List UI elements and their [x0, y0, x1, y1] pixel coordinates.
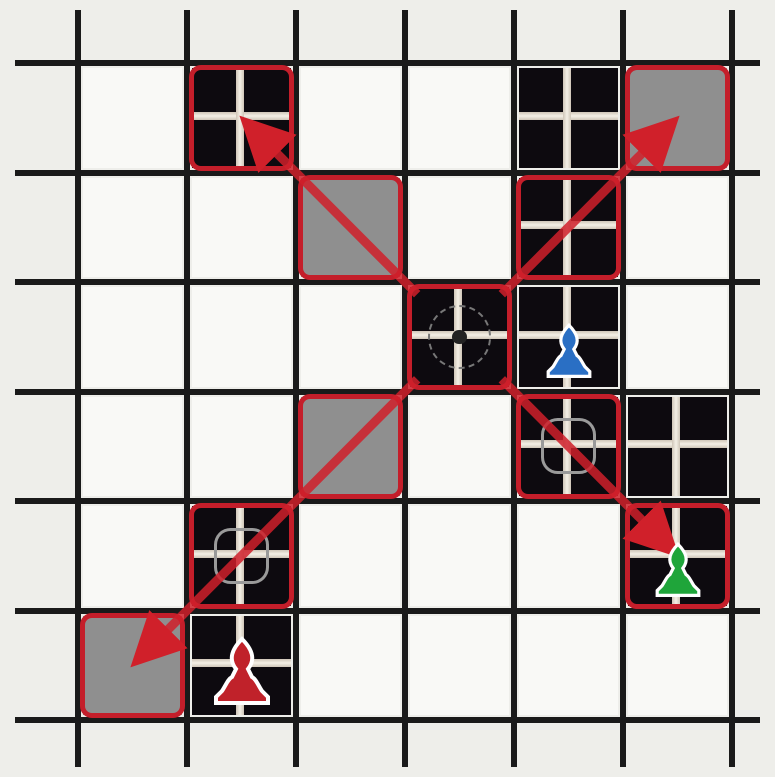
- red-piece[interactable]: [212, 634, 272, 706]
- board-cell[interactable]: [83, 287, 182, 387]
- board-cell[interactable]: [628, 178, 727, 278]
- green-piece[interactable]: [648, 541, 708, 597]
- board-cell[interactable]: [301, 287, 400, 387]
- board-cell[interactable]: [192, 287, 291, 387]
- highlight-square[interactable]: [516, 175, 621, 281]
- grid-line-vertical: [511, 10, 517, 767]
- board-cell[interactable]: [83, 397, 182, 497]
- board-cell[interactable]: [410, 178, 509, 278]
- board-cell[interactable]: [83, 178, 182, 278]
- highlight-square[interactable]: [625, 65, 730, 171]
- board-cell[interactable]: [192, 397, 291, 497]
- highlight-square[interactable]: [189, 65, 294, 171]
- board-cell[interactable]: [301, 68, 400, 168]
- board-cell[interactable]: [628, 616, 727, 716]
- board-cell[interactable]: [410, 68, 509, 168]
- board-cell[interactable]: [83, 68, 182, 168]
- highlight-square[interactable]: [407, 284, 512, 390]
- board-cell[interactable]: [410, 506, 509, 606]
- board-cell[interactable]: [410, 397, 509, 497]
- board-cell[interactable]: [410, 616, 509, 716]
- board-cell[interactable]: [519, 506, 618, 606]
- board-cell[interactable]: [192, 178, 291, 278]
- highlight-square[interactable]: [516, 394, 621, 500]
- highlight-square[interactable]: [80, 613, 185, 719]
- board-cell[interactable]: [519, 68, 618, 168]
- highlight-square[interactable]: [298, 175, 403, 281]
- highlight-square[interactable]: [298, 394, 403, 500]
- board-cell[interactable]: [519, 616, 618, 716]
- blue-piece[interactable]: [539, 322, 599, 378]
- board-cell[interactable]: [628, 287, 727, 387]
- board-cell[interactable]: [83, 506, 182, 606]
- board-cell[interactable]: [301, 616, 400, 716]
- highlight-square[interactable]: [189, 503, 294, 609]
- board-cell[interactable]: [628, 397, 727, 497]
- board-cell[interactable]: [301, 506, 400, 606]
